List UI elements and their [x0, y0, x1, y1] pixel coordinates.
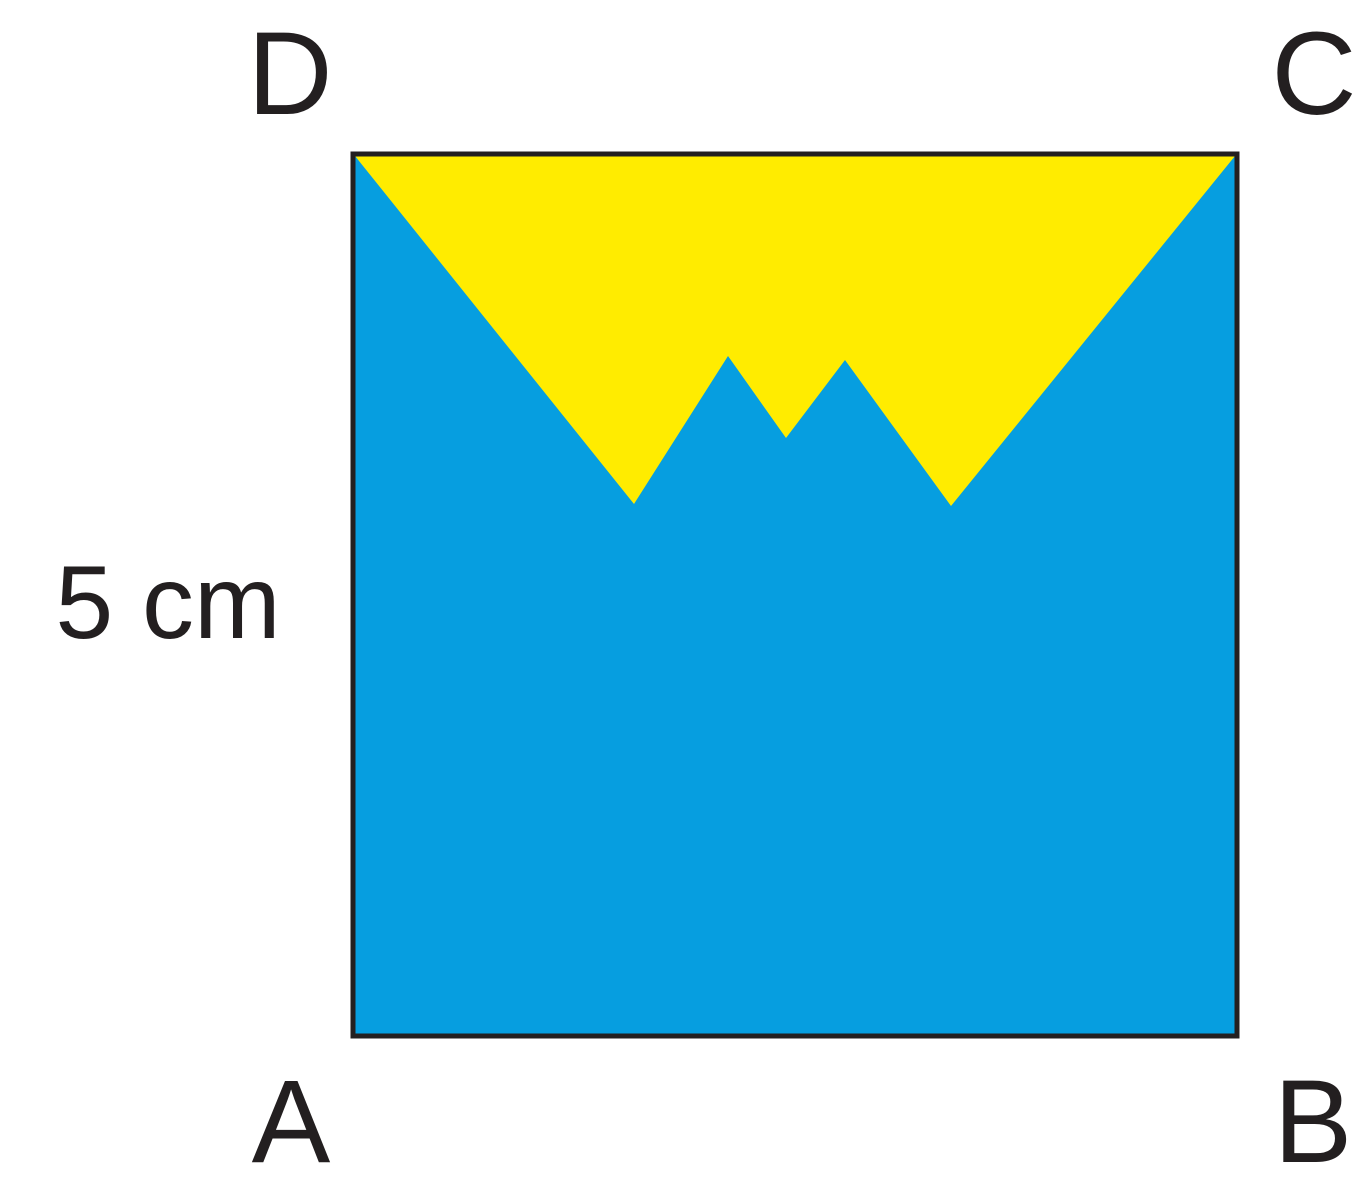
vertex-label-a: A: [252, 1056, 331, 1187]
vertex-label-d: D: [247, 8, 332, 140]
yellow-shaded-region: [355, 156, 1235, 506]
square-outline: [350, 151, 1240, 1039]
vertex-label-b: B: [1274, 1056, 1353, 1187]
side-length-label: 5 cm: [55, 545, 280, 661]
vertex-label-c: C: [1271, 8, 1356, 140]
